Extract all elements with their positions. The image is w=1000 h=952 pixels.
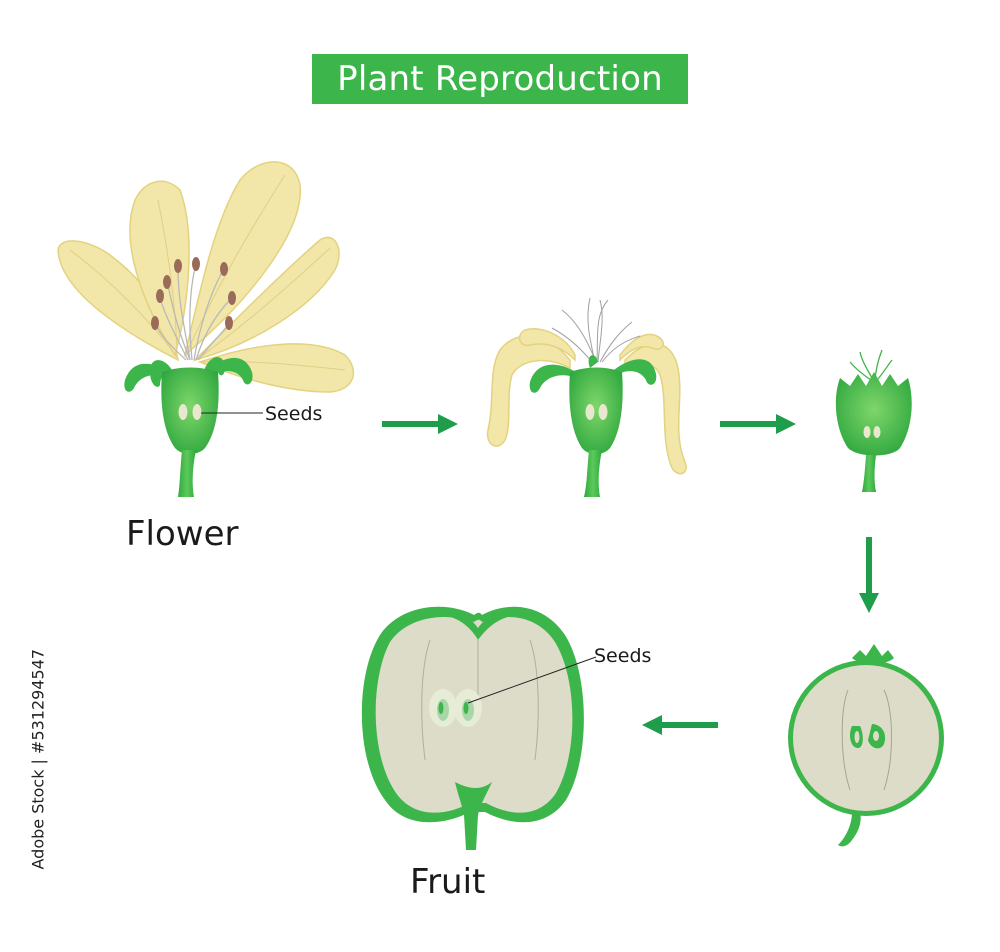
arrow-right-2 [720,414,796,434]
developing-fruit-seeds [854,731,879,743]
fruit-lines [421,639,539,761]
flower-sepals [124,356,253,392]
fruit-stage [361,606,597,850]
developing-fruit-flesh [793,665,939,811]
stock-watermark: Adobe Stock | #531294547 [28,648,48,870]
developing-fruit-lines [841,689,892,791]
flower-seeds [178,404,202,420]
stamens [151,257,236,361]
fruit-top-notch [446,614,512,640]
wilting-stem [584,450,602,497]
dried-filaments [551,297,641,363]
flower-petals [57,161,355,393]
seeds-pointer-fruit [467,656,597,704]
arrow-right-1 [382,414,458,434]
page-title: Plant Reproduction [337,59,663,99]
flower-ovary [161,367,219,454]
wilting-sepals [529,355,657,393]
developing-fruit-stage [788,644,944,847]
wilting-flower-stage [486,297,687,497]
wilted-petals [486,328,687,475]
flower-stage [57,161,355,497]
young-fruit-tuft [849,349,893,381]
young-fruit-seeds [863,426,881,438]
young-fruit-stem [862,455,876,492]
fruit-stem [455,782,492,850]
arrow-left [642,715,718,735]
flower-label: Flower [126,514,239,554]
arrow-down [859,537,879,613]
fruit-label: Fruit [410,862,486,902]
seeds-label-fruit: Seeds [594,645,652,667]
fruit-core [429,689,482,727]
developing-fruit-calyx [852,644,894,664]
wilting-seeds [585,404,608,420]
developing-fruit-stem [838,812,861,847]
seeds-label-flower: Seeds [265,403,323,425]
wilting-ovary [569,367,623,454]
flower-stem [178,450,196,497]
young-fruit-body [835,372,912,456]
title-banner: Plant Reproduction [312,54,688,104]
young-fruit-stage [835,349,912,492]
